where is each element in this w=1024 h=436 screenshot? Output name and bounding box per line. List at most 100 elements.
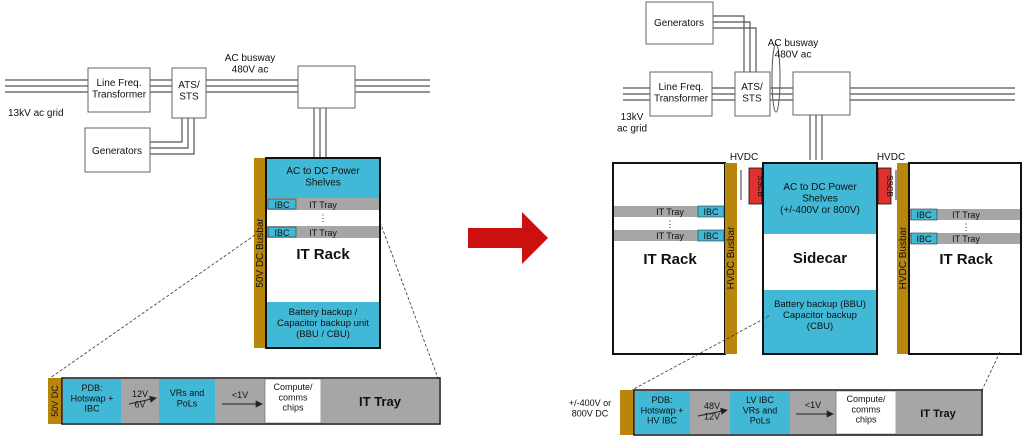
right-right-busbar-label: HVDC Busbar [898,226,909,289]
right-tray-detail-lt1v [790,391,836,434]
right-tray-detail-vrs [730,391,790,434]
left-transformer-label: Line Freq.Transformer [92,78,147,101]
left-tray-detail-compute [264,378,322,424]
left-zoom-lines [49,221,439,379]
right-hvdc-right-label: HVDC [877,152,905,163]
left-ibc-2-label: IBC [274,228,290,238]
right-right-busbar [897,163,909,354]
right-generators-box [645,1,714,45]
left-rack-title: IT Rack [296,246,350,263]
right-tray-detail-pdb [635,391,690,434]
right-left-sscb-label: SSCB [756,175,765,197]
left-power-shelves [267,159,379,198]
right-zoom-lines [631,315,1001,391]
left-tray-1-label: IT Tray [309,200,337,210]
right-left-tray-dots: ⋮ [666,219,675,229]
right-transformer-box [649,71,713,117]
right-left-rack [612,162,726,355]
right-left-tray-2-label: IT Tray [656,231,684,241]
right-tray-detail-title-bg [896,391,981,434]
right-hvdc-left-label: HVDC [730,152,758,163]
right-left-rack-title: IT Rack [643,251,697,268]
right-right-rack [908,162,1022,355]
left-rack-source-box [297,65,356,109]
right-right-tray-dots: ⋮ [962,222,971,232]
right-right-tray-1 [910,209,1020,220]
left-busbar [254,158,266,348]
right-left-ibc-2-label: IBC [703,231,719,241]
left-tray-detail-pdb-label: PDB:Hotswap +IBC [71,383,114,414]
right-left-tray-1 [614,206,724,217]
right-left-tray-2 [614,230,724,241]
right-right-sscb-label: SSCB [885,175,894,197]
right-tray-detail-gold [620,390,634,435]
right-left-ibc-2 [697,229,725,242]
transition-arrow-icon [468,212,548,264]
right-left-ibc-1 [697,205,725,218]
left-tray-dots: ⋮ [319,213,328,223]
right-sidecar-source-box [792,71,851,116]
right-left-ibc-1-label: IBC [703,207,719,217]
right-right-tray-2 [910,233,1020,244]
right-right-ibc-2 [910,232,938,245]
left-generators-label: Generators [92,146,142,157]
left-ats-label: ATS/STS [178,80,200,103]
right-ats-box [734,71,771,117]
right-busway-bundle-mark [771,43,781,113]
left-tray-detail-gold [48,378,62,424]
left-tray-detail-vrs [159,379,215,423]
sidecar-power-shelves [764,164,876,234]
left-busbar-label: 50V DC Busbar [255,218,266,288]
left-diagram: 13kV ac grid Line Freq.Transformer ATS/S… [5,53,441,425]
right-right-rack-title: IT Rack [939,251,993,268]
right-ats-label: ATS/STS [741,82,763,105]
sidecar-title: Sidecar [793,250,847,267]
left-generators-box [84,127,151,173]
right-right-ibc-2-label: IBC [916,234,932,244]
right-right-tray-1-label: IT Tray [952,210,980,220]
left-ibc-2 [267,226,297,238]
left-ibc-1-label: IBC [274,200,290,210]
right-tray-detail-pdb-label: PDB:Hotswap +HV IBC [641,395,684,426]
left-ats-box [171,67,207,119]
right-right-tray-2-label: IT Tray [952,234,980,244]
left-tray-detail-pdb [63,379,121,423]
right-right-sscb [877,167,892,205]
left-tray-detail-dc: 50V DC [50,385,60,417]
left-battery-label: Battery backup /Capacitor backup unit(BB… [277,307,369,340]
right-generators-label: Generators [654,18,704,29]
left-tray-2-label: IT Tray [309,228,337,238]
left-tray-detail-lt1v [215,379,265,423]
right-right-ibc-1 [910,208,938,221]
sidecar-battery [764,290,876,353]
left-battery [267,302,379,347]
left-transformer-box [87,67,151,113]
right-left-busbar [725,163,737,354]
left-wires [5,79,430,158]
sidecar-battery-label: Battery backup (BBU)Capacitor backup(CBU… [774,299,866,332]
left-grid-label: 13kV ac grid [8,108,64,119]
right-right-ibc-1-label: IBC [916,210,932,220]
left-tray-detail-title-bg [321,379,439,423]
right-tray-detail-title: IT Tray [920,408,956,420]
right-tray-detail-lt1v-label: <1V [805,400,821,410]
left-tray-detail-title: IT Tray [359,394,402,409]
right-transformer-label: Line Freq.Transformer [654,82,709,105]
right-left-tray-1-label: IT Tray [656,207,684,217]
left-tray-detail-lt1v-label: <1V [232,390,248,400]
